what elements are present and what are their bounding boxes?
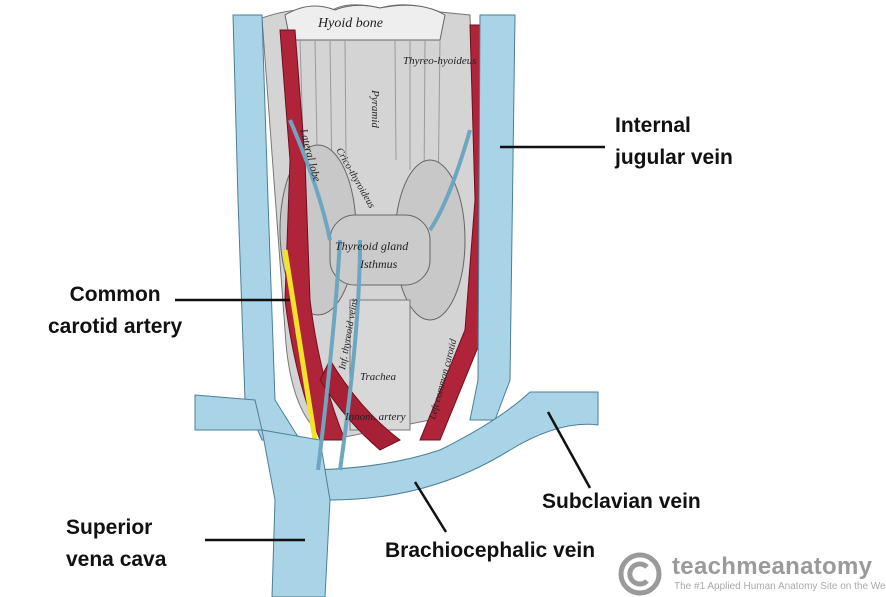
thyroid-gland-text: Thyreoid gland	[335, 239, 409, 253]
label-brachiocephalic-vein: Brachiocephalic vein	[385, 539, 596, 562]
leader-lines	[175, 145, 605, 542]
leader-subclavian	[546, 411, 592, 489]
isthmus-text: Isthmus	[359, 257, 398, 271]
label-line: Internal	[615, 114, 691, 137]
right-subclavian-vein	[194, 394, 263, 431]
isthmus	[329, 214, 431, 286]
label-common-carotid-artery: Common carotid artery	[48, 279, 182, 343]
label-line: Common	[69, 283, 161, 306]
copyright-icon	[618, 552, 662, 596]
label-subclavian-vein: Subclavian vein	[542, 490, 701, 513]
label-line: jugular vein	[615, 146, 733, 169]
pyramid-text: Pyramid	[369, 89, 381, 128]
brachiocephalic-vein	[298, 391, 599, 501]
label-internal-jugular-vein: Internal jugular vein	[615, 110, 733, 174]
inferior-thyroid-veins	[288, 119, 472, 471]
thyreohyoideus-text: Thyreo-hyoideus	[403, 55, 477, 67]
trachea-text: Trachea	[360, 371, 397, 383]
hyoid-bone	[284, 4, 446, 41]
watermark-subtitle: The #1 Applied Human Anatomy Site on the…	[674, 581, 886, 592]
watermark-title: teachmeanatomy	[672, 553, 873, 580]
label-line: carotid artery	[48, 315, 183, 338]
label-superior-vena-cava: Superior vena cava	[66, 512, 166, 576]
label-line: vena cava	[66, 548, 167, 571]
leader-brachiocephalic	[413, 481, 448, 533]
label-line: Superior	[66, 516, 153, 539]
hyoid-text: Hyoid bone	[317, 16, 383, 31]
vagus-nerve	[282, 249, 318, 441]
innom-artery-text: Innom. artery	[344, 411, 406, 423]
